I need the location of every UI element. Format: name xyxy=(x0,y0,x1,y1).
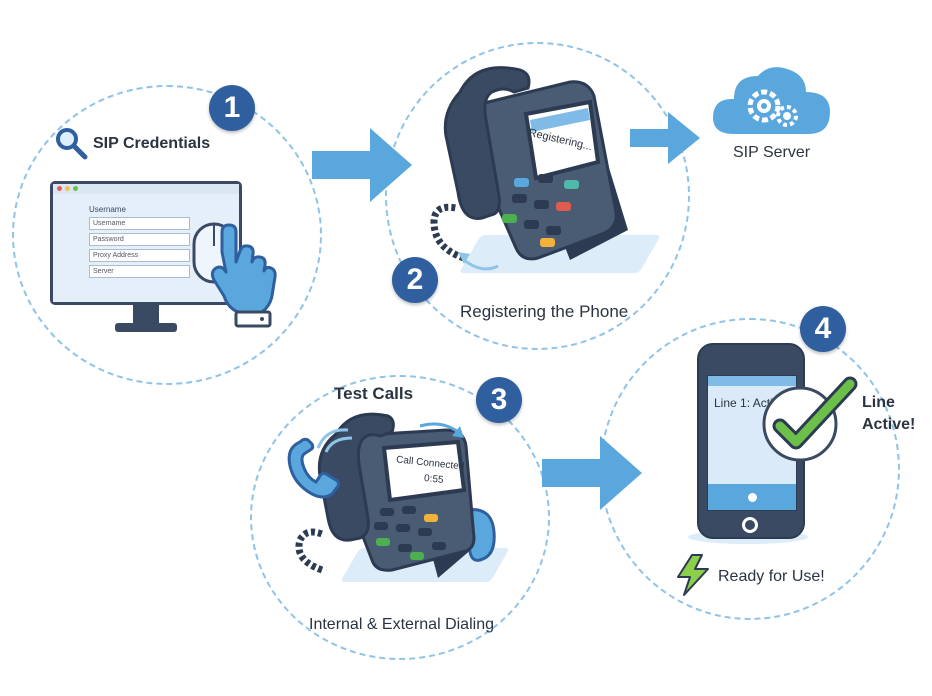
step2-circle xyxy=(385,42,690,350)
desk-phone-icon xyxy=(295,412,496,578)
cloud-gears-icon xyxy=(712,67,830,134)
monitor-base xyxy=(115,323,177,332)
arrow-step1-to-step2 xyxy=(312,128,412,202)
step3-badge: 3 xyxy=(476,377,522,423)
field-password[interactable]: Password xyxy=(89,233,190,246)
window-dot-min[interactable] xyxy=(65,186,70,191)
search-icon xyxy=(56,128,88,160)
step1-title: SIP Credentials xyxy=(93,135,211,152)
lightning-icon xyxy=(677,554,709,596)
window-dot-max[interactable] xyxy=(73,186,78,191)
field-server[interactable]: Server xyxy=(89,265,190,278)
smartphone-statusbar xyxy=(708,376,796,386)
handset-lifted-icon xyxy=(287,437,341,499)
smartphone-bottom-band xyxy=(708,484,796,510)
refresh-arrow-icon xyxy=(458,252,499,271)
smartphone-home-button[interactable] xyxy=(742,517,758,533)
smartphone-indicator-dot xyxy=(748,493,757,502)
step4-title-line2: Active! xyxy=(862,416,916,433)
step3-circle xyxy=(250,375,550,660)
call-arrow-icon xyxy=(419,422,464,438)
cursor-hand-icon xyxy=(192,222,277,328)
phone3-screen-text-2: 0:55 xyxy=(423,473,444,486)
monitor-neck xyxy=(133,305,159,325)
step4-title-line1: Line xyxy=(862,394,895,411)
step4-status: Ready for Use! xyxy=(718,568,825,585)
server-label: SIP Server xyxy=(733,144,811,161)
step4-badge: 4 xyxy=(800,306,846,352)
step1-badge: 1 xyxy=(209,85,255,131)
field-username[interactable]: Username xyxy=(89,217,190,230)
step3-subtitle: Internal & External Dialing xyxy=(309,616,494,633)
desk-phone-icon xyxy=(430,66,628,262)
field-proxy-address[interactable]: Proxy Address xyxy=(89,249,190,262)
step2-badge: 2 xyxy=(392,257,438,303)
monitor-screen: Username Username Password Proxy Address… xyxy=(53,194,239,302)
monitor: Username Username Password Proxy Address… xyxy=(50,181,242,305)
step2-title: Registering the Phone xyxy=(460,302,629,321)
smartphone-icon: Line 1: Active xyxy=(697,343,805,539)
step3-title: Test Calls xyxy=(334,384,414,403)
form-section-label: Username xyxy=(89,205,126,214)
step1-circle xyxy=(12,85,322,385)
call-waves-icon xyxy=(316,428,353,453)
arrow-phone-to-server xyxy=(630,112,700,164)
arrow-step3-to-step4 xyxy=(542,436,642,510)
window-dot-close[interactable] xyxy=(57,186,62,191)
checkmark-icon xyxy=(762,376,858,462)
